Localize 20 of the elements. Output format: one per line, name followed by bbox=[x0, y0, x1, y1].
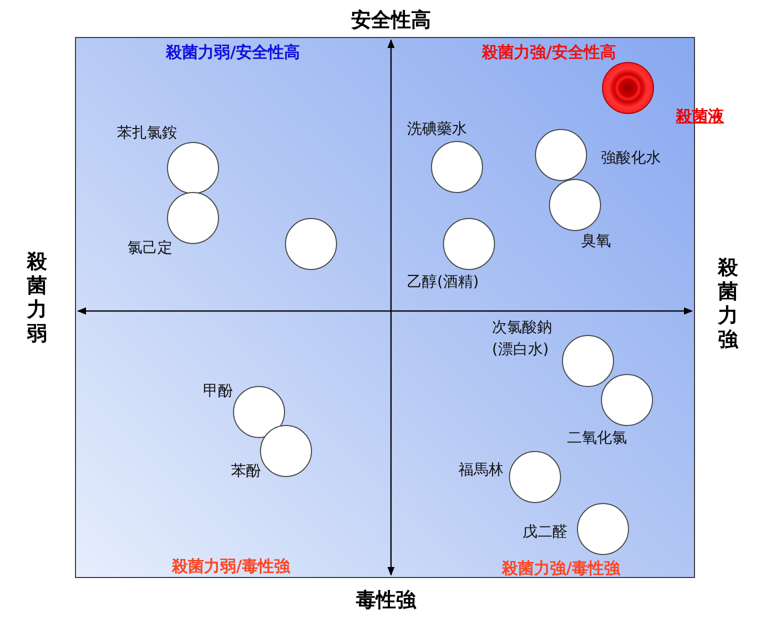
disinfectant-label: 二氧化氯 bbox=[567, 428, 627, 448]
quadrant-label: 殺菌力強/毒性強 bbox=[502, 558, 620, 580]
disinfectant-label: 戊二醛 bbox=[522, 522, 568, 542]
axis-title: 殺菌力強 bbox=[718, 255, 738, 351]
disinfectant-label: 苯酚 bbox=[231, 462, 261, 480]
disinfectant-label: 乙醇(酒精) bbox=[407, 272, 479, 292]
axis-title: 殺菌力弱 bbox=[26, 249, 48, 345]
disinfectant-label: 苯扎氯銨 bbox=[117, 124, 177, 142]
quadrant-label: 殺菌力弱/毒性強 bbox=[172, 556, 290, 578]
disinfectant-label: 氯己定 bbox=[128, 238, 172, 258]
disinfectant-label: 臭氧 bbox=[581, 232, 611, 250]
quadrant-label: 殺菌力強/安全性高 bbox=[482, 42, 616, 64]
quadrant-label: 殺菌力弱/安全性高 bbox=[166, 42, 300, 64]
disinfectant-label: 福馬林 bbox=[458, 460, 504, 480]
disinfectant-label: 甲酚 bbox=[203, 382, 233, 400]
axis-title: 毒性強 bbox=[356, 586, 416, 614]
disinfectant-label: 洗碘藥水 bbox=[407, 120, 467, 138]
disinfectant-label: 強酸化水 bbox=[601, 148, 661, 168]
disinfectant-label: 次氯酸鈉 (漂白水) bbox=[492, 317, 553, 360]
axis-title: 安全性高 bbox=[351, 6, 431, 34]
